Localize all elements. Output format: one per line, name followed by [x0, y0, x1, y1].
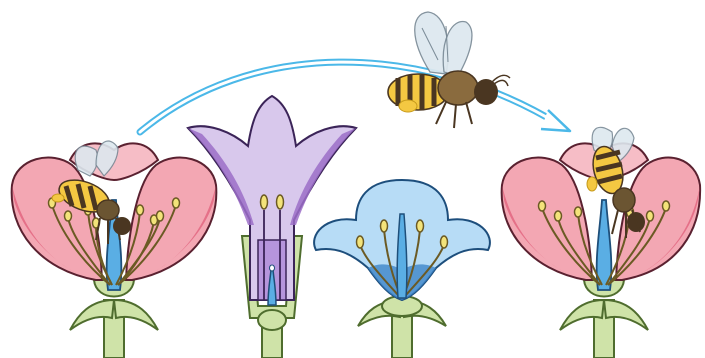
flower-bell — [314, 180, 490, 358]
flower-right — [502, 127, 700, 358]
flower-left — [12, 141, 217, 358]
pollination-path-arrow — [140, 62, 570, 132]
